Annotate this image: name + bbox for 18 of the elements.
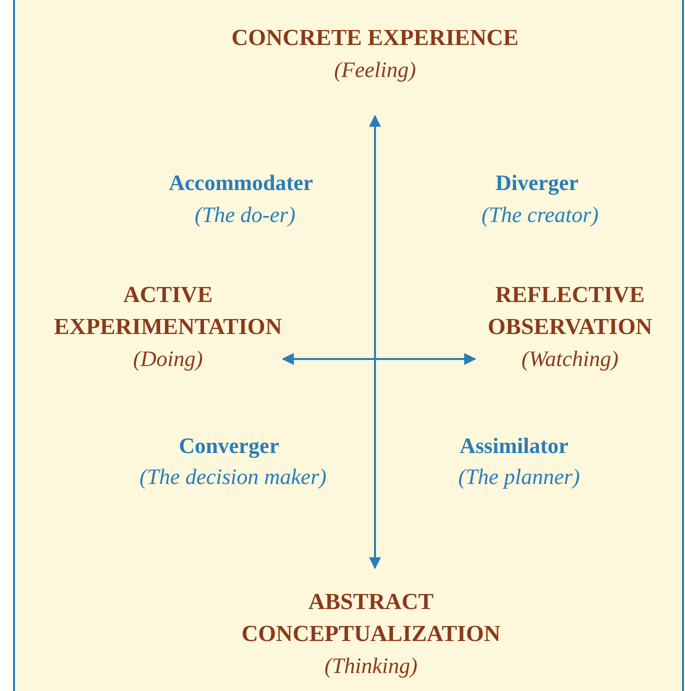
stage-subtitle: (Doing)	[132, 345, 204, 373]
double-arrow	[369, 114, 381, 570]
stage-subtitle: (Feeling)	[333, 56, 417, 84]
learner-role: (The do-er)	[194, 201, 296, 229]
learner-role: (The planner)	[457, 463, 581, 491]
learner-type: Accommodater	[168, 169, 314, 197]
double-arrow	[282, 353, 476, 365]
stage-heading: ABSTRACT CONCEPTUALIZATION	[240, 588, 502, 648]
learner-role: (The decision maker)	[138, 463, 328, 491]
learner-type: Assimilator	[458, 432, 570, 460]
stage-heading: CONCRETE EXPERIENCE	[230, 24, 520, 52]
stage-subtitle: (Thinking)	[324, 652, 418, 680]
stage-subtitle: (Watching)	[520, 345, 620, 373]
learner-role: (The creator)	[480, 201, 600, 229]
stage-heading: ACTIVE EXPERIMENTATION	[53, 281, 283, 341]
stage-heading: REFLECTIVE OBSERVATION	[486, 281, 654, 341]
learner-type: Diverger	[494, 169, 580, 197]
learner-type: Converger	[178, 432, 280, 460]
